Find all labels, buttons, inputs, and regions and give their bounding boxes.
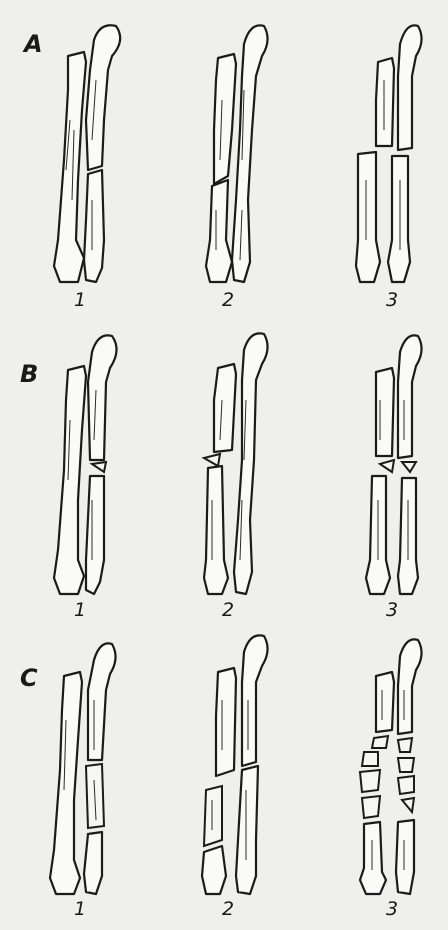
ulna-c-3-frag-2 <box>398 758 414 772</box>
radius-c-3-frag-2 <box>362 752 378 766</box>
radius-c-3-frag-4 <box>362 796 380 818</box>
radius-c-3-frag-1 <box>372 736 388 748</box>
ulna-c-3-frag-3 <box>398 776 414 794</box>
bone-pair-a-2 <box>206 25 268 282</box>
radius-c-2-segment <box>204 786 222 846</box>
bone-pair-b-3 <box>366 335 422 594</box>
ulna-b-1-fragment <box>92 462 106 472</box>
ulna-b-1-upper <box>88 335 117 460</box>
radius-a-3-upper <box>376 58 394 146</box>
radius-b-2-upper <box>214 364 236 452</box>
bone-pair-c-2 <box>202 635 268 894</box>
radius-c-2-lower <box>202 846 226 894</box>
ulna-c-3-lower <box>396 820 414 894</box>
ulna-c-1-lower <box>84 832 102 894</box>
ulna-c-3-frag-1 <box>398 738 412 752</box>
ulna-c-2-upper <box>242 635 268 766</box>
radius-c-3-lower <box>360 822 386 894</box>
radius-c-3-frag-3 <box>360 770 380 792</box>
ulna-b-1-lower <box>86 476 104 594</box>
radius-c-2-upper <box>216 668 236 776</box>
ulna-a-2 <box>232 25 268 282</box>
radius-c-1 <box>50 672 82 894</box>
ulna-b-2 <box>234 333 268 594</box>
ulna-b-3-upper <box>398 335 422 458</box>
bone-pair-a-1 <box>54 25 120 282</box>
radius-b-2-fragment <box>204 454 220 466</box>
bone-pair-a-3 <box>356 25 422 282</box>
ulna-a-1-lower <box>84 170 104 282</box>
ulna-c-3-upper <box>398 639 422 734</box>
ulna-a-3-lower <box>388 156 410 282</box>
ulna-c-3-frag-4 <box>402 798 414 812</box>
radius-a-2-lower <box>206 180 232 282</box>
ulna-c-1-upper <box>88 643 116 760</box>
radius-b-1 <box>54 366 86 594</box>
radius-c-3-upper <box>376 672 394 732</box>
bone-pair-c-3 <box>360 639 422 894</box>
radius-b-3-fragment <box>380 460 394 472</box>
bone-pair-c-1 <box>50 643 116 894</box>
bone-pair-b-2 <box>204 333 268 594</box>
radius-a-1 <box>54 52 86 282</box>
ulna-a-3-upper <box>398 25 422 150</box>
radius-b-3-upper <box>376 368 394 456</box>
radius-a-2-upper <box>214 54 236 184</box>
radius-b-2-lower <box>204 466 228 594</box>
ulna-c-2-lower <box>236 766 258 894</box>
radius-a-3-lower <box>356 152 380 282</box>
ulna-a-1-upper <box>86 25 120 170</box>
bone-pair-b-1 <box>54 335 117 594</box>
ulna-b-3-fragment <box>402 462 416 472</box>
